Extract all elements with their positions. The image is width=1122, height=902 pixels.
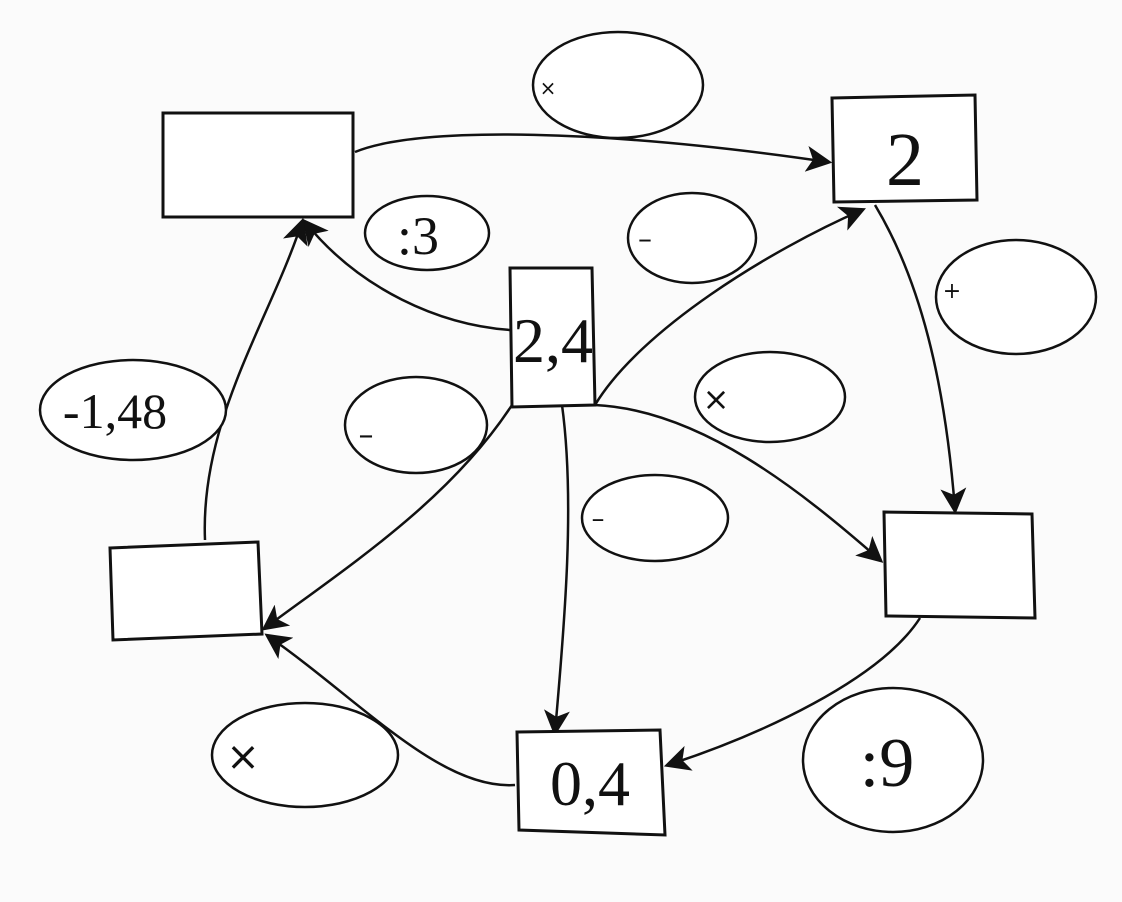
edge-bottom-to-left	[264, 633, 516, 787]
oval-top: ×	[531, 30, 705, 140]
oval-colon9-text: :9	[860, 725, 914, 802]
oval-top-text: ×	[540, 76, 557, 100]
edge-2-to-right	[873, 204, 967, 515]
box-top-right: 2	[830, 93, 979, 204]
oval-colon3: :3	[363, 194, 491, 272]
edge-left-to-topleft	[203, 217, 308, 541]
oval-minus-left: –	[343, 375, 489, 475]
oval-left-value-text: -1,48	[63, 383, 167, 439]
box-top-right-text: 2	[886, 118, 924, 202]
edge-center-to-right	[594, 403, 884, 563]
oval-times-center: ×	[693, 350, 847, 444]
box-center: 2,4	[508, 266, 597, 409]
oval-minus-top: –	[626, 191, 758, 285]
edge-center-to-2	[593, 206, 866, 406]
oval-minus-center: –	[580, 473, 730, 563]
box-right	[882, 510, 1037, 620]
oval-minus-top-text: –	[638, 222, 652, 255]
box-bottom-text: 0,4	[550, 748, 630, 819]
oval-plus-right-text: +	[943, 279, 961, 304]
box-center-text: 2,4	[513, 305, 593, 376]
oval-times-center-text: ×	[703, 380, 730, 418]
oval-colon9: :9	[801, 686, 985, 834]
edge-topleft-to-2	[354, 133, 833, 172]
oval-plus-right: +	[934, 238, 1098, 356]
oval-times-bottom-text: ×	[226, 734, 260, 780]
box-top-left	[161, 111, 355, 219]
box-left	[108, 540, 264, 642]
edge-center-to-left	[261, 404, 514, 631]
box-bottom: 0,4	[515, 728, 667, 837]
edge-center-to-bottom	[543, 404, 570, 737]
edge-right-to-bottom	[663, 617, 922, 771]
edge-center-to-topleft	[302, 218, 511, 332]
oval-left-value: -1,48	[38, 358, 228, 462]
oval-minus-left-text: –	[359, 418, 374, 453]
oval-times-bottom: ×	[210, 701, 400, 809]
oval-colon3-text: :3	[397, 206, 439, 266]
oval-minus-center-text: –	[592, 504, 605, 534]
